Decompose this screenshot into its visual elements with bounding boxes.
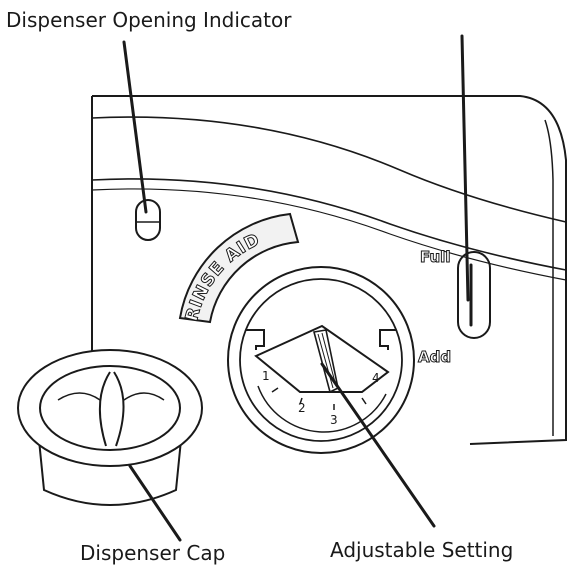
dial-mark-4: 4 (372, 371, 380, 385)
adjustable-setting-label: Adjustable Setting (330, 538, 514, 562)
leader-adjustable-setting (320, 362, 436, 528)
rinse-aid-label: RINSE AID (178, 212, 300, 324)
dispenser-cap (17, 349, 203, 506)
dial-mark-2: 2 (298, 401, 306, 415)
dispenser-opening-indicator (135, 199, 161, 241)
dial-mark-3: 3 (330, 413, 338, 427)
dial-scale-numbers: 1 2 3 4 (262, 369, 380, 427)
adjustable-setting-dial (227, 266, 415, 454)
dial-mark-1: 1 (262, 369, 270, 383)
leader-level-window (460, 34, 470, 302)
dispenser-opening-indicator-label: Dispenser Opening Indicator (6, 8, 292, 32)
leader-opening-indicator (122, 40, 148, 214)
dispenser-panel (91, 95, 567, 445)
leader-dispenser-cap (128, 464, 182, 542)
full-label: Full (420, 248, 450, 266)
dispenser-cap-label: Dispenser Cap (80, 541, 226, 565)
level-window (457, 251, 491, 339)
leader-lines (122, 34, 470, 542)
add-label: Add (418, 348, 451, 366)
